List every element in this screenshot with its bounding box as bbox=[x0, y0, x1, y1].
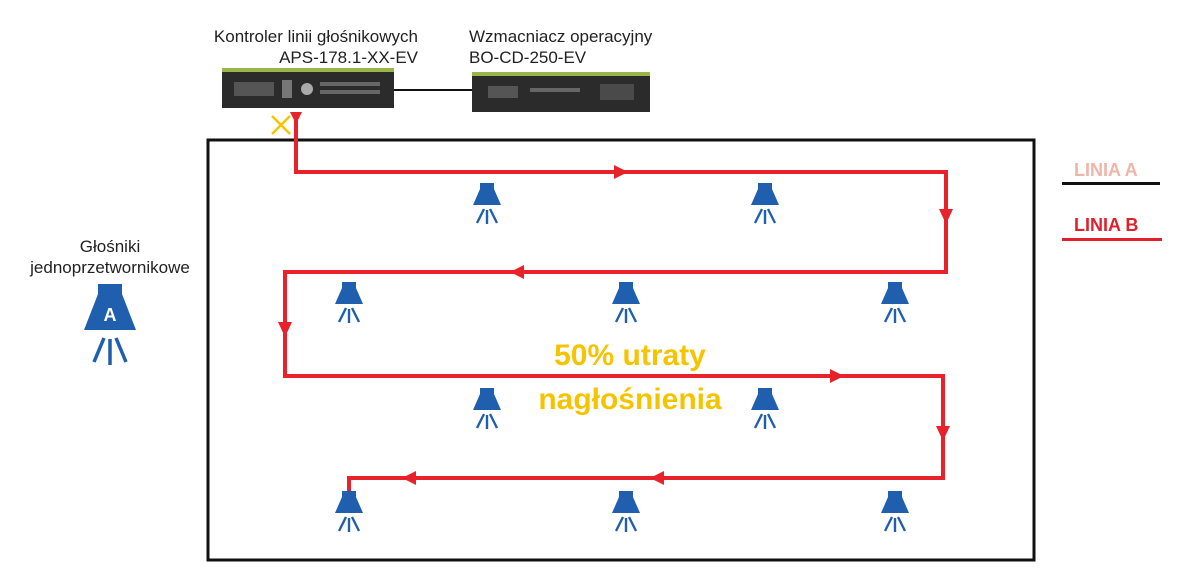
legend-line-b-label: LINIA B bbox=[1074, 215, 1139, 235]
loss-line-2: nagłośnienia bbox=[538, 383, 722, 416]
speaker-icon bbox=[879, 489, 911, 534]
arrow-down-icon bbox=[290, 112, 302, 124]
loss-line-1: 50% utraty bbox=[554, 339, 706, 372]
speaker-key-letter: A bbox=[103, 305, 117, 325]
speaker-icon bbox=[610, 280, 642, 325]
speaker-icon bbox=[333, 489, 365, 534]
legend-line-a-label: LINIA A bbox=[1074, 160, 1138, 180]
controller-device bbox=[222, 68, 394, 108]
speaker-key-icon bbox=[84, 284, 136, 365]
arrow-down-icon bbox=[939, 209, 953, 224]
controller-model: APS-178.1-XX-EV bbox=[279, 48, 418, 67]
speaker-icon bbox=[879, 280, 911, 325]
speaker-icon bbox=[471, 181, 503, 226]
zone-frame bbox=[206, 138, 1036, 562]
speaker-icon bbox=[333, 280, 365, 325]
arrow-down-icon bbox=[936, 426, 950, 441]
arrow-right-icon bbox=[614, 165, 628, 179]
arrow-down-icon bbox=[278, 322, 292, 337]
arrow-right-icon bbox=[830, 369, 844, 383]
fault-icon bbox=[271, 115, 291, 135]
amplifier-model: BO-CD-250-EV bbox=[469, 48, 587, 67]
arrow-left-icon bbox=[650, 471, 664, 485]
controller-label: Kontroler linii głośnikowych APS-178.1-X… bbox=[150, 26, 418, 68]
legend-line-b-swatch bbox=[1062, 238, 1162, 241]
loss-message: 50% utraty nagłośnienia bbox=[470, 334, 790, 422]
speaker-icon bbox=[749, 181, 781, 226]
speaker-key-subtitle: jednoprzetwornikowe bbox=[30, 258, 190, 277]
legend-line-a-swatch bbox=[1062, 182, 1160, 185]
speaker-icon bbox=[610, 489, 642, 534]
amplifier-name: Wzmacniacz operacyjny bbox=[469, 27, 653, 46]
arrow-left-icon bbox=[510, 265, 524, 279]
line-b-arrows bbox=[278, 112, 953, 485]
controller-name: Kontroler linii głośnikowych bbox=[213, 27, 418, 46]
amplifier-device bbox=[472, 72, 650, 112]
amplifier-label: Wzmacniacz operacyjny BO-CD-250-EV bbox=[469, 26, 652, 68]
speaker-key-title: Głośniki bbox=[79, 237, 141, 256]
speaker-key-label: Głośniki jednoprzetwornikowe bbox=[10, 236, 210, 278]
arrow-left-icon bbox=[402, 471, 416, 485]
